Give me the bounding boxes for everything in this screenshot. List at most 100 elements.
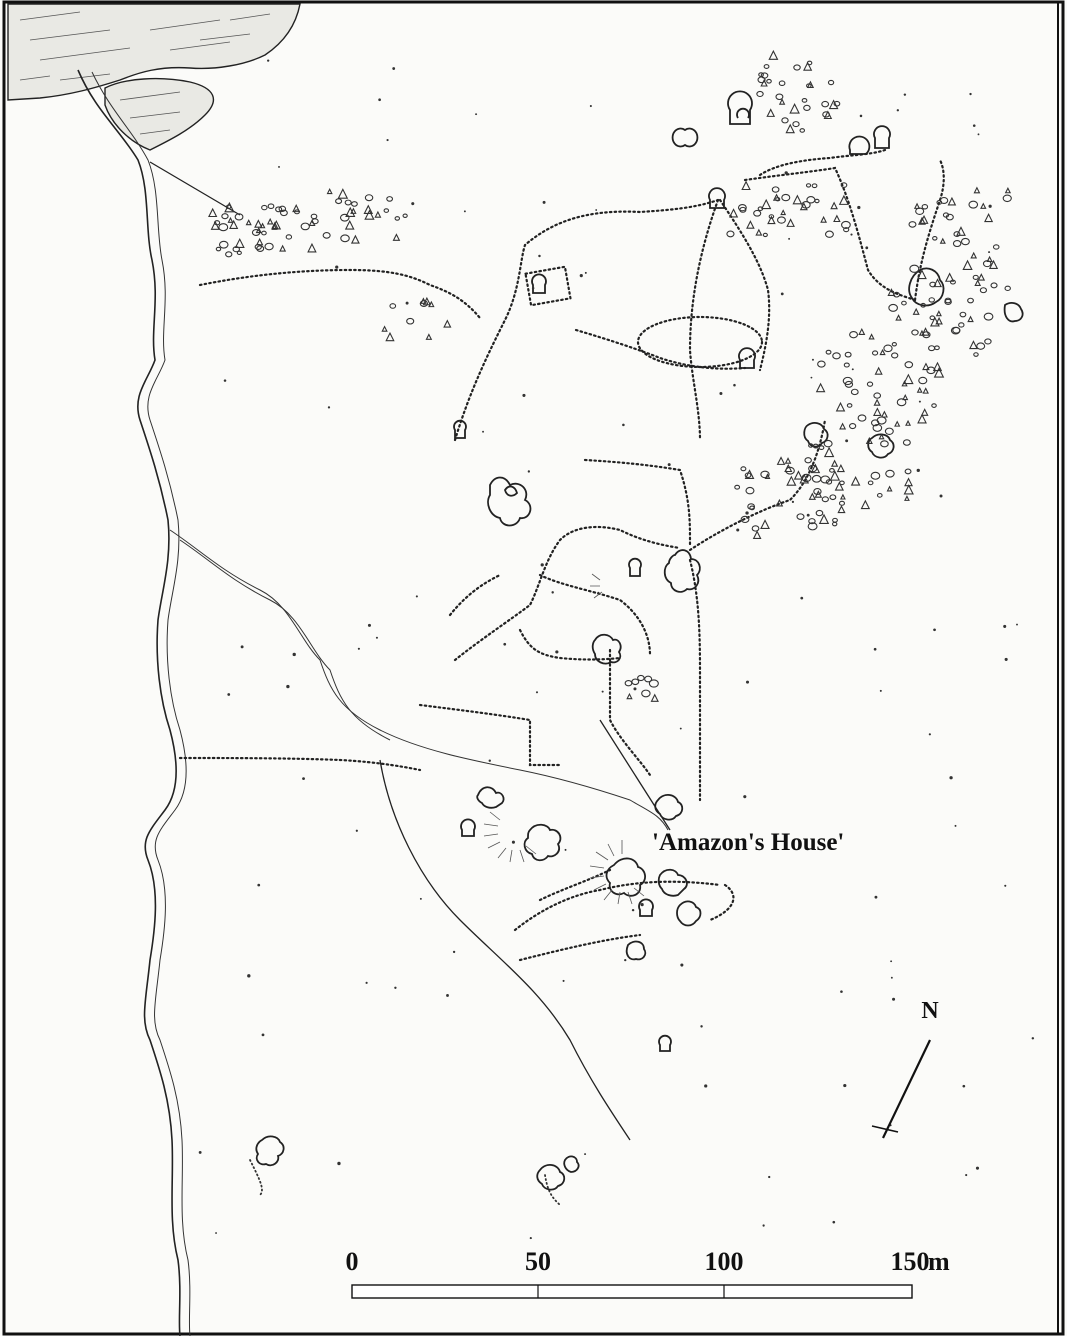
rock-mark	[386, 196, 394, 202]
rock-mark	[339, 213, 350, 222]
rock-mark	[744, 469, 755, 479]
scatter-dot	[873, 647, 877, 651]
rock-mark	[749, 505, 755, 511]
scatter-dot	[762, 1224, 765, 1227]
rock-mark	[279, 244, 287, 252]
rock-mark	[335, 198, 343, 205]
scatter-dot	[538, 254, 541, 258]
scatter-dot	[733, 383, 736, 387]
scatter-dot	[562, 979, 565, 982]
rock-mark	[830, 201, 838, 210]
scatter-dot	[394, 986, 397, 989]
rock-mark	[767, 215, 776, 225]
rock-mark	[818, 513, 830, 525]
rock-mark	[973, 352, 979, 357]
rock-mark	[236, 250, 242, 255]
rock-mark	[626, 692, 633, 700]
rock-mark	[891, 342, 897, 347]
scatter-dot	[227, 693, 231, 696]
rock-mark	[984, 338, 992, 345]
rock-mark	[644, 675, 653, 683]
rock-mark	[832, 352, 841, 360]
rock-mark	[218, 223, 229, 232]
scatter-dot	[811, 358, 814, 361]
scatter-dot	[933, 628, 936, 632]
rock-mark	[392, 233, 401, 241]
scatter-dot	[335, 265, 339, 269]
rock-mark	[772, 193, 781, 201]
scatter-dot	[267, 59, 270, 62]
rock-mark	[873, 398, 881, 406]
rock-mark	[825, 349, 832, 355]
rock-mark	[650, 693, 659, 702]
rock-mark	[803, 61, 813, 71]
scatter-dot	[555, 650, 559, 654]
scatter-dot	[965, 1173, 968, 1177]
rock-mark	[808, 464, 818, 473]
radial-hatching	[483, 573, 645, 905]
rock-mark	[726, 230, 735, 238]
rock-mark	[919, 214, 929, 224]
scatter-dot	[584, 1153, 587, 1156]
rock-mark	[833, 100, 841, 107]
rock-mark	[982, 260, 992, 268]
rock-mark	[746, 220, 755, 229]
rock-mark	[768, 49, 779, 60]
rock-mark	[234, 213, 244, 221]
scatter-dot	[542, 200, 546, 204]
scatter-dot	[278, 165, 280, 168]
rock-mark	[1002, 194, 1012, 203]
rock-mark	[279, 209, 288, 217]
scatter-dot	[631, 908, 635, 912]
scatter-dot	[386, 138, 389, 142]
rock-mark	[883, 344, 893, 353]
rock-mark	[974, 279, 982, 286]
scatter-dot	[939, 494, 943, 498]
rock-mark	[848, 423, 857, 430]
rock-mark	[806, 196, 816, 204]
rock-mark	[264, 242, 274, 251]
rock-mark	[811, 183, 818, 189]
rock-mark	[959, 311, 967, 318]
rock-mark	[838, 194, 850, 205]
scatter-dot	[624, 959, 627, 962]
rock-mark	[261, 230, 267, 236]
rock-mark	[385, 331, 395, 342]
rock-mark	[815, 509, 824, 517]
rock-mark	[420, 297, 427, 304]
rock-mark	[804, 457, 812, 464]
scatter-dot	[482, 430, 484, 433]
rock-mark	[766, 108, 776, 117]
rock-mark	[903, 484, 914, 495]
structures	[255, 90, 1024, 1191]
scatter-dot	[788, 237, 791, 240]
rock-mark	[972, 274, 979, 280]
rock-mark	[221, 213, 229, 220]
rock-mark	[833, 214, 841, 223]
scatter-dot	[768, 1175, 771, 1179]
scatter-dot	[564, 848, 567, 851]
rock-mark	[893, 291, 901, 298]
rock-mark	[208, 207, 218, 218]
rock-mark	[389, 303, 397, 309]
scatter-dot	[1004, 657, 1008, 661]
rock-mark	[808, 443, 814, 448]
rock-mark	[824, 230, 834, 238]
scatter-dot	[988, 204, 992, 208]
rock-mark	[227, 216, 234, 223]
rock-mark	[1004, 285, 1011, 292]
rock-mark	[835, 401, 846, 412]
rock-mark	[728, 208, 739, 218]
scatter-dot	[857, 205, 861, 210]
rock-mark	[970, 251, 978, 259]
scatter-dot	[850, 233, 853, 236]
rock-mark	[781, 117, 789, 124]
scatter-dot	[949, 776, 953, 780]
rock-mark	[846, 403, 853, 408]
rock-mark	[225, 204, 232, 210]
rock-mark	[823, 446, 835, 458]
rock-mark	[364, 194, 374, 202]
rock-mark	[763, 64, 770, 69]
rock-mark	[813, 488, 822, 496]
